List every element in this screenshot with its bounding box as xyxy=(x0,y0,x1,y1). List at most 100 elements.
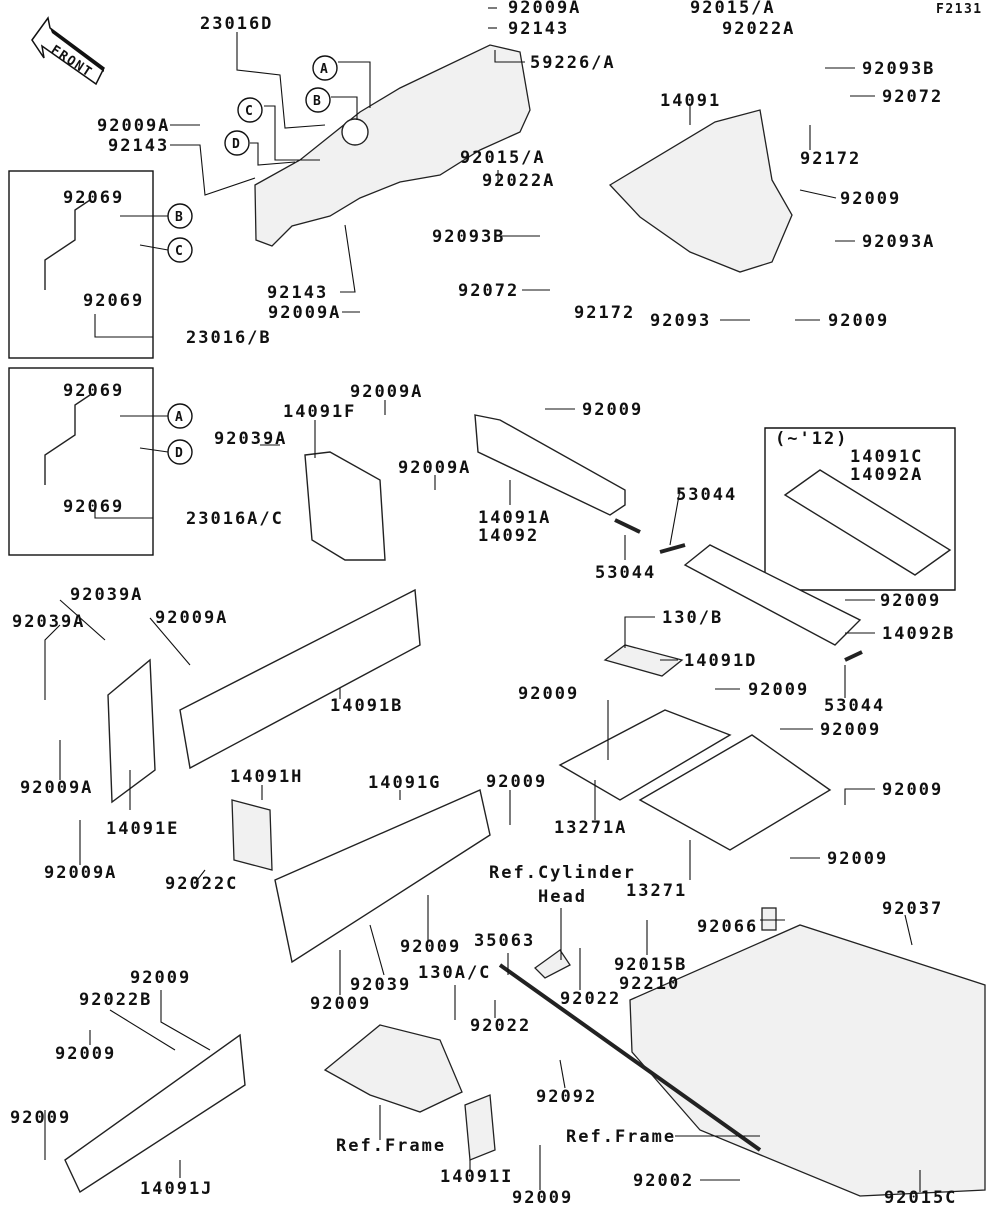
part-number-label: Ref.Frame xyxy=(566,1127,676,1147)
box-early-models xyxy=(764,427,956,591)
part-number-label: 53044 xyxy=(676,485,737,505)
callout-letter: A xyxy=(320,62,329,77)
part-number-label: 92009 xyxy=(748,680,809,700)
harness-23016b-part xyxy=(44,199,91,290)
harness-box-23016ac xyxy=(8,367,154,556)
part-number-label: 92069 xyxy=(83,291,144,311)
part-number-label: 14091F xyxy=(283,402,356,422)
leader-line xyxy=(340,224,356,293)
callout-circle xyxy=(312,55,338,81)
part-number-label: 92072 xyxy=(458,281,519,301)
part-number-label: 92009 xyxy=(840,189,901,209)
part-number-label: 92009 xyxy=(10,1108,71,1128)
leader-line xyxy=(109,1009,176,1051)
part-number-label: 92143 xyxy=(108,136,169,156)
part-number-label: (~'12) xyxy=(775,429,848,449)
part-number-label: 92009 xyxy=(827,849,888,869)
callout-letter: A xyxy=(175,410,184,425)
part-number-label: 92009 xyxy=(582,400,643,420)
ref-frame-left-part xyxy=(323,1024,463,1113)
panel-14091e-part xyxy=(107,658,156,804)
tray-14091-part xyxy=(608,109,793,273)
part-number-label: 14091 xyxy=(660,91,721,111)
part-number-label: 92039A xyxy=(12,612,85,632)
part-number-label: 14092A xyxy=(850,465,923,485)
part-number-label: 92009 xyxy=(828,311,889,331)
part-number-label: 92069 xyxy=(63,381,124,401)
part-number-label: 92022 xyxy=(470,1016,531,1036)
leader-line xyxy=(559,1059,566,1089)
part-number-label: 92009 xyxy=(820,720,881,740)
part-number-label: 92022B xyxy=(79,990,152,1010)
part-number-label: 92143 xyxy=(267,283,328,303)
callout-letter: D xyxy=(175,446,184,461)
part-number-label: 14091J xyxy=(140,1179,213,1199)
part-number-label: 92009 xyxy=(55,1044,116,1064)
part-number-label: 92022A xyxy=(482,171,555,191)
part-92066 xyxy=(761,907,777,931)
panel-14091g-part xyxy=(274,789,491,964)
meter-part xyxy=(341,118,369,146)
leader-line xyxy=(44,624,61,700)
leader-line xyxy=(94,510,153,519)
part-number-label: 92009A xyxy=(155,608,228,628)
part-number-label: 13271A xyxy=(554,818,627,838)
dashboard-part xyxy=(254,44,531,247)
part-number-label: 14092B xyxy=(882,624,955,644)
part-number-label: 92009 xyxy=(882,780,943,800)
part-number-label: 92069 xyxy=(63,497,124,517)
leader-line xyxy=(669,489,681,546)
part-number-label: 92022 xyxy=(560,989,621,1009)
harness-box-23016b xyxy=(8,170,154,359)
panel-14091h-part xyxy=(231,799,273,871)
part-number-label: 92172 xyxy=(800,149,861,169)
leader-lines xyxy=(44,7,921,1192)
part-number-label: 92009 xyxy=(880,591,941,611)
part-number-label: 14091I xyxy=(440,1167,513,1187)
leader-line xyxy=(160,990,211,1051)
leader-line xyxy=(250,142,296,166)
part-number-label: 14091A xyxy=(478,508,551,528)
part-number-label: 92009A xyxy=(350,382,423,402)
part-number-label: 53044 xyxy=(824,696,885,716)
part-number-label: 92093 xyxy=(650,311,711,331)
part-number-label: 92093B xyxy=(862,59,935,79)
part-number-label: 92009A xyxy=(268,303,341,323)
part-number-label: 92009A xyxy=(97,116,170,136)
bracket-head-part xyxy=(533,949,571,979)
parts xyxy=(44,44,986,1197)
part-number-label: 14091D xyxy=(684,651,757,671)
part-number-label: 92039A xyxy=(214,429,287,449)
plate-13271-part xyxy=(638,734,832,851)
part-number-label: 92072 xyxy=(882,87,943,107)
part-number-label: 53044 xyxy=(595,563,656,583)
part-number-label: 92092 xyxy=(536,1087,597,1107)
plate-14092b-part xyxy=(683,544,862,646)
leader-line xyxy=(338,61,371,108)
callout-letter: C xyxy=(245,104,254,119)
part-number-label: 92066 xyxy=(697,917,758,937)
part-number-label: 92022A xyxy=(722,19,795,39)
part-number-label: 92022C xyxy=(165,874,238,894)
rod-53044-part-3 xyxy=(844,650,863,662)
callout-letter: B xyxy=(313,94,322,109)
part-number-label: 23016/B xyxy=(186,328,272,348)
leader-line xyxy=(624,616,655,648)
part-number-label: 92015C xyxy=(884,1188,957,1206)
part-number-label: 92039 xyxy=(350,975,411,995)
part-number-label: 35063 xyxy=(474,931,535,951)
callout-letter: C xyxy=(175,244,184,259)
leader-line xyxy=(149,617,191,666)
part-number-label: 23016D xyxy=(200,14,273,34)
plate-14091c-part xyxy=(783,469,952,576)
callout-circle xyxy=(305,87,331,113)
part-number-label: 92009A xyxy=(44,863,117,883)
part-number-label: 92002 xyxy=(633,1171,694,1191)
part-number-label: 92172 xyxy=(574,303,635,323)
bracket-14091i-part xyxy=(464,1094,496,1161)
part-number-label: 92009 xyxy=(400,937,461,957)
leader-line xyxy=(94,314,153,338)
callout-circle xyxy=(167,237,193,263)
